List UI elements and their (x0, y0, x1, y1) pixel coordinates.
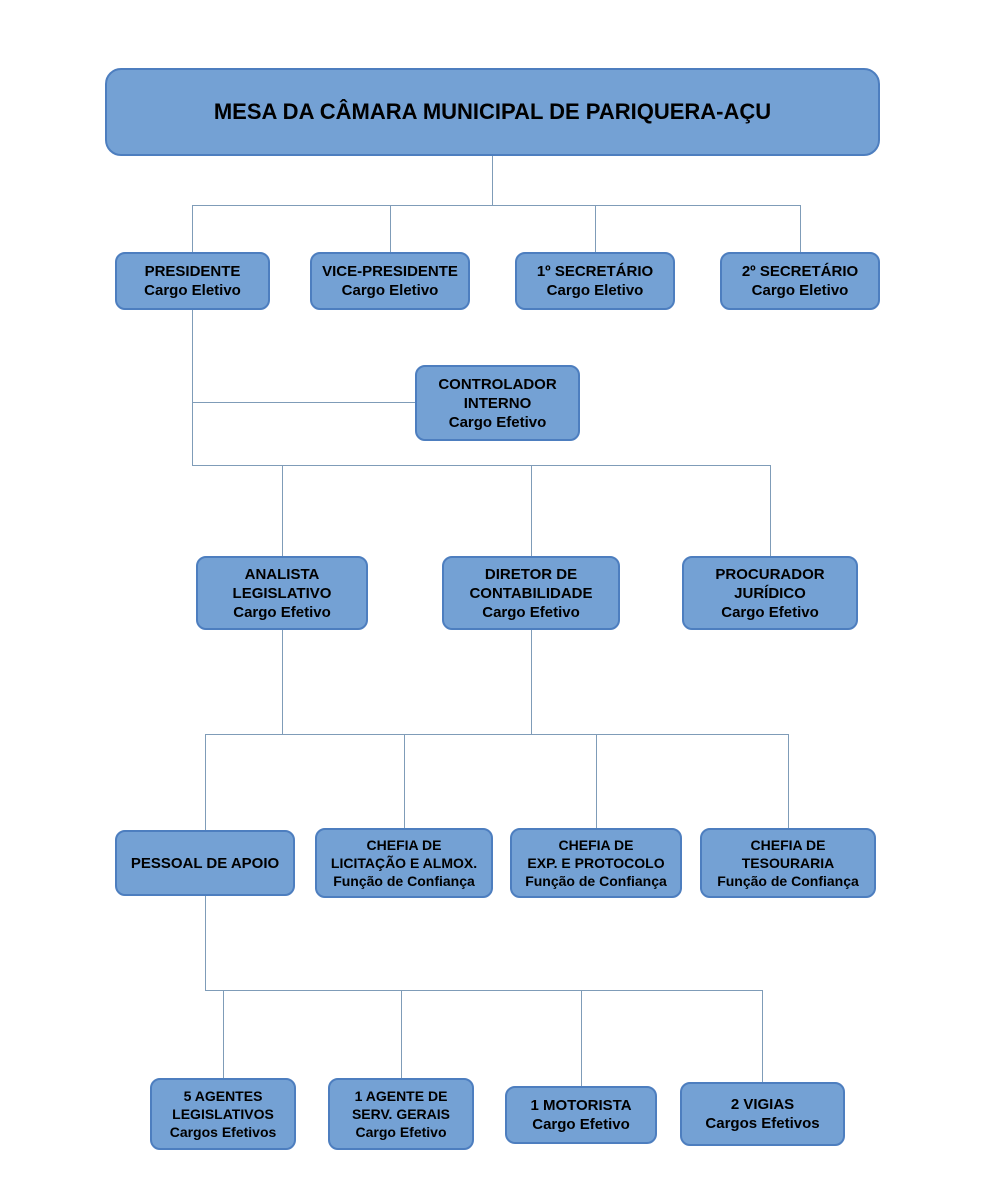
connector-drop-vice (390, 205, 391, 252)
connector-drop-presidente (192, 205, 193, 252)
connector-level5-bus (205, 734, 788, 735)
node-title: ANALISTA (244, 565, 320, 583)
connector-level6-bus (205, 990, 762, 991)
node-title: CONTROLADOR (438, 375, 557, 393)
node-title: CHEFIA DE (750, 837, 826, 853)
node-subtitle: Cargo Efetivo (233, 603, 331, 621)
node-title: 1 AGENTE DE (354, 1088, 448, 1104)
connector-level2-bus (192, 205, 800, 206)
node-vigias: 2 VIGIAS Cargos Efetivos (680, 1082, 845, 1146)
node-2-secretario: 2º SECRETÁRIO Cargo Eletivo (720, 252, 880, 310)
node-title-2: SERV. GERAIS (351, 1106, 451, 1122)
node-1-secretario: 1º SECRETÁRIO Cargo Eletivo (515, 252, 675, 310)
connector-drop-chefia-protocolo (596, 734, 597, 830)
node-title-2: JURÍDICO (734, 584, 806, 602)
node-agentes-legislativos: 5 AGENTES LEGISLATIVOS Cargos Efetivos (150, 1078, 296, 1150)
connector-drop-analista (282, 465, 283, 556)
node-title: 1 MOTORISTA (530, 1097, 632, 1114)
node-procurador-juridico: PROCURADOR JURÍDICO Cargo Efetivo (682, 556, 858, 630)
node-title: 2º SECRETÁRIO (741, 263, 859, 280)
node-title: 5 AGENTES (183, 1088, 263, 1104)
node-title-2: CONTABILIDADE (469, 584, 593, 602)
connector-analista-down (282, 630, 283, 734)
node-title: 2 VIGIAS (730, 1096, 795, 1113)
node-subtitle: Cargo Efetivo (721, 603, 819, 621)
node-subtitle: Cargo Efetivo (448, 413, 547, 431)
node-title: 1º SECRETÁRIO (536, 263, 654, 280)
node-agente-serv-gerais: 1 AGENTE DE SERV. GERAIS Cargo Efetivo (328, 1078, 474, 1150)
node-title: CHEFIA DE (558, 837, 634, 853)
node-subtitle: Cargo Efetivo (532, 1116, 630, 1133)
connector-pessoal-down (205, 896, 206, 990)
node-title-2: LICITAÇÃO E ALMOX. (330, 855, 478, 871)
node-vice-presidente: VICE-PRESIDENTE Cargo Eletivo (310, 252, 470, 310)
node-controlador-interno: CONTROLADOR INTERNO Cargo Efetivo (415, 365, 580, 441)
connector-drop-secretario1 (595, 205, 596, 252)
node-title-2: TESOURARIA (741, 855, 835, 871)
node-title: CHEFIA DE (366, 837, 442, 853)
node-chefia-licitacao: CHEFIA DE LICITAÇÃO E ALMOX. Função de C… (315, 828, 493, 898)
node-title: DIRETOR DE (484, 565, 578, 583)
node-motorista: 1 MOTORISTA Cargo Efetivo (505, 1086, 657, 1144)
node-subtitle: Função de Confiança (525, 873, 667, 889)
node-title-2: LEGISLATIVOS (172, 1106, 274, 1122)
node-subtitle: Cargo Eletivo (546, 282, 644, 299)
node-chefia-tesouraria: CHEFIA DE TESOURARIA Função de Confiança (700, 828, 876, 898)
connector-drop-agente-serv (401, 990, 402, 1078)
connector-root-down (492, 156, 493, 205)
node-title-2: INTERNO (463, 394, 532, 412)
node-subtitle: Cargo Efetivo (355, 1124, 447, 1140)
node-subtitle: Cargo Eletivo (144, 282, 241, 299)
node-chefia-exp-protocolo: CHEFIA DE EXP. E PROTOCOLO Função de Con… (510, 828, 682, 898)
node-title: PRESIDENTE (144, 263, 241, 280)
node-title: PROCURADOR (715, 565, 825, 583)
connector-drop-chefia-licitacao (404, 734, 405, 830)
connector-drop-agentes (223, 990, 224, 1078)
node-subtitle: Cargos Efetivos (705, 1115, 820, 1132)
node-presidente: PRESIDENTE Cargo Eletivo (115, 252, 270, 310)
connector-drop-procurador (770, 465, 771, 556)
node-subtitle: Cargo Eletivo (751, 282, 849, 299)
connector-drop-secretario2 (800, 205, 801, 252)
node-title: PESSOAL DE APOIO (130, 854, 280, 872)
connector-drop-vigias (762, 990, 763, 1082)
connector-diretor-down (531, 630, 532, 734)
node-root-title: MESA DA CÂMARA MUNICIPAL DE PARIQUERA-AÇ… (213, 99, 772, 124)
connector-drop-chefia-tesouraria (788, 734, 789, 830)
node-subtitle: Função de Confiança (333, 873, 475, 889)
node-subtitle: Função de Confiança (717, 873, 859, 889)
node-analista-legislativo: ANALISTA LEGISLATIVO Cargo Efetivo (196, 556, 368, 630)
connector-level4-bus (192, 465, 770, 466)
node-subtitle: Cargo Efetivo (482, 603, 580, 621)
node-title-2: LEGISLATIVO (232, 584, 332, 602)
node-subtitle: Cargos Efetivos (169, 1124, 277, 1140)
node-title: VICE-PRESIDENTE (322, 263, 458, 280)
connector-controlador-stub (192, 402, 415, 403)
node-root: MESA DA CÂMARA MUNICIPAL DE PARIQUERA-AÇ… (105, 68, 880, 156)
connector-drop-motorista (581, 990, 582, 1086)
node-title-2: EXP. E PROTOCOLO (527, 855, 665, 871)
connector-presidente-down (192, 310, 193, 465)
connector-drop-diretor (531, 465, 532, 556)
connector-drop-pessoal (205, 734, 206, 830)
node-diretor-contabilidade: DIRETOR DE CONTABILIDADE Cargo Efetivo (442, 556, 620, 630)
node-pessoal-de-apoio: PESSOAL DE APOIO (115, 830, 295, 896)
node-subtitle: Cargo Eletivo (341, 282, 439, 299)
